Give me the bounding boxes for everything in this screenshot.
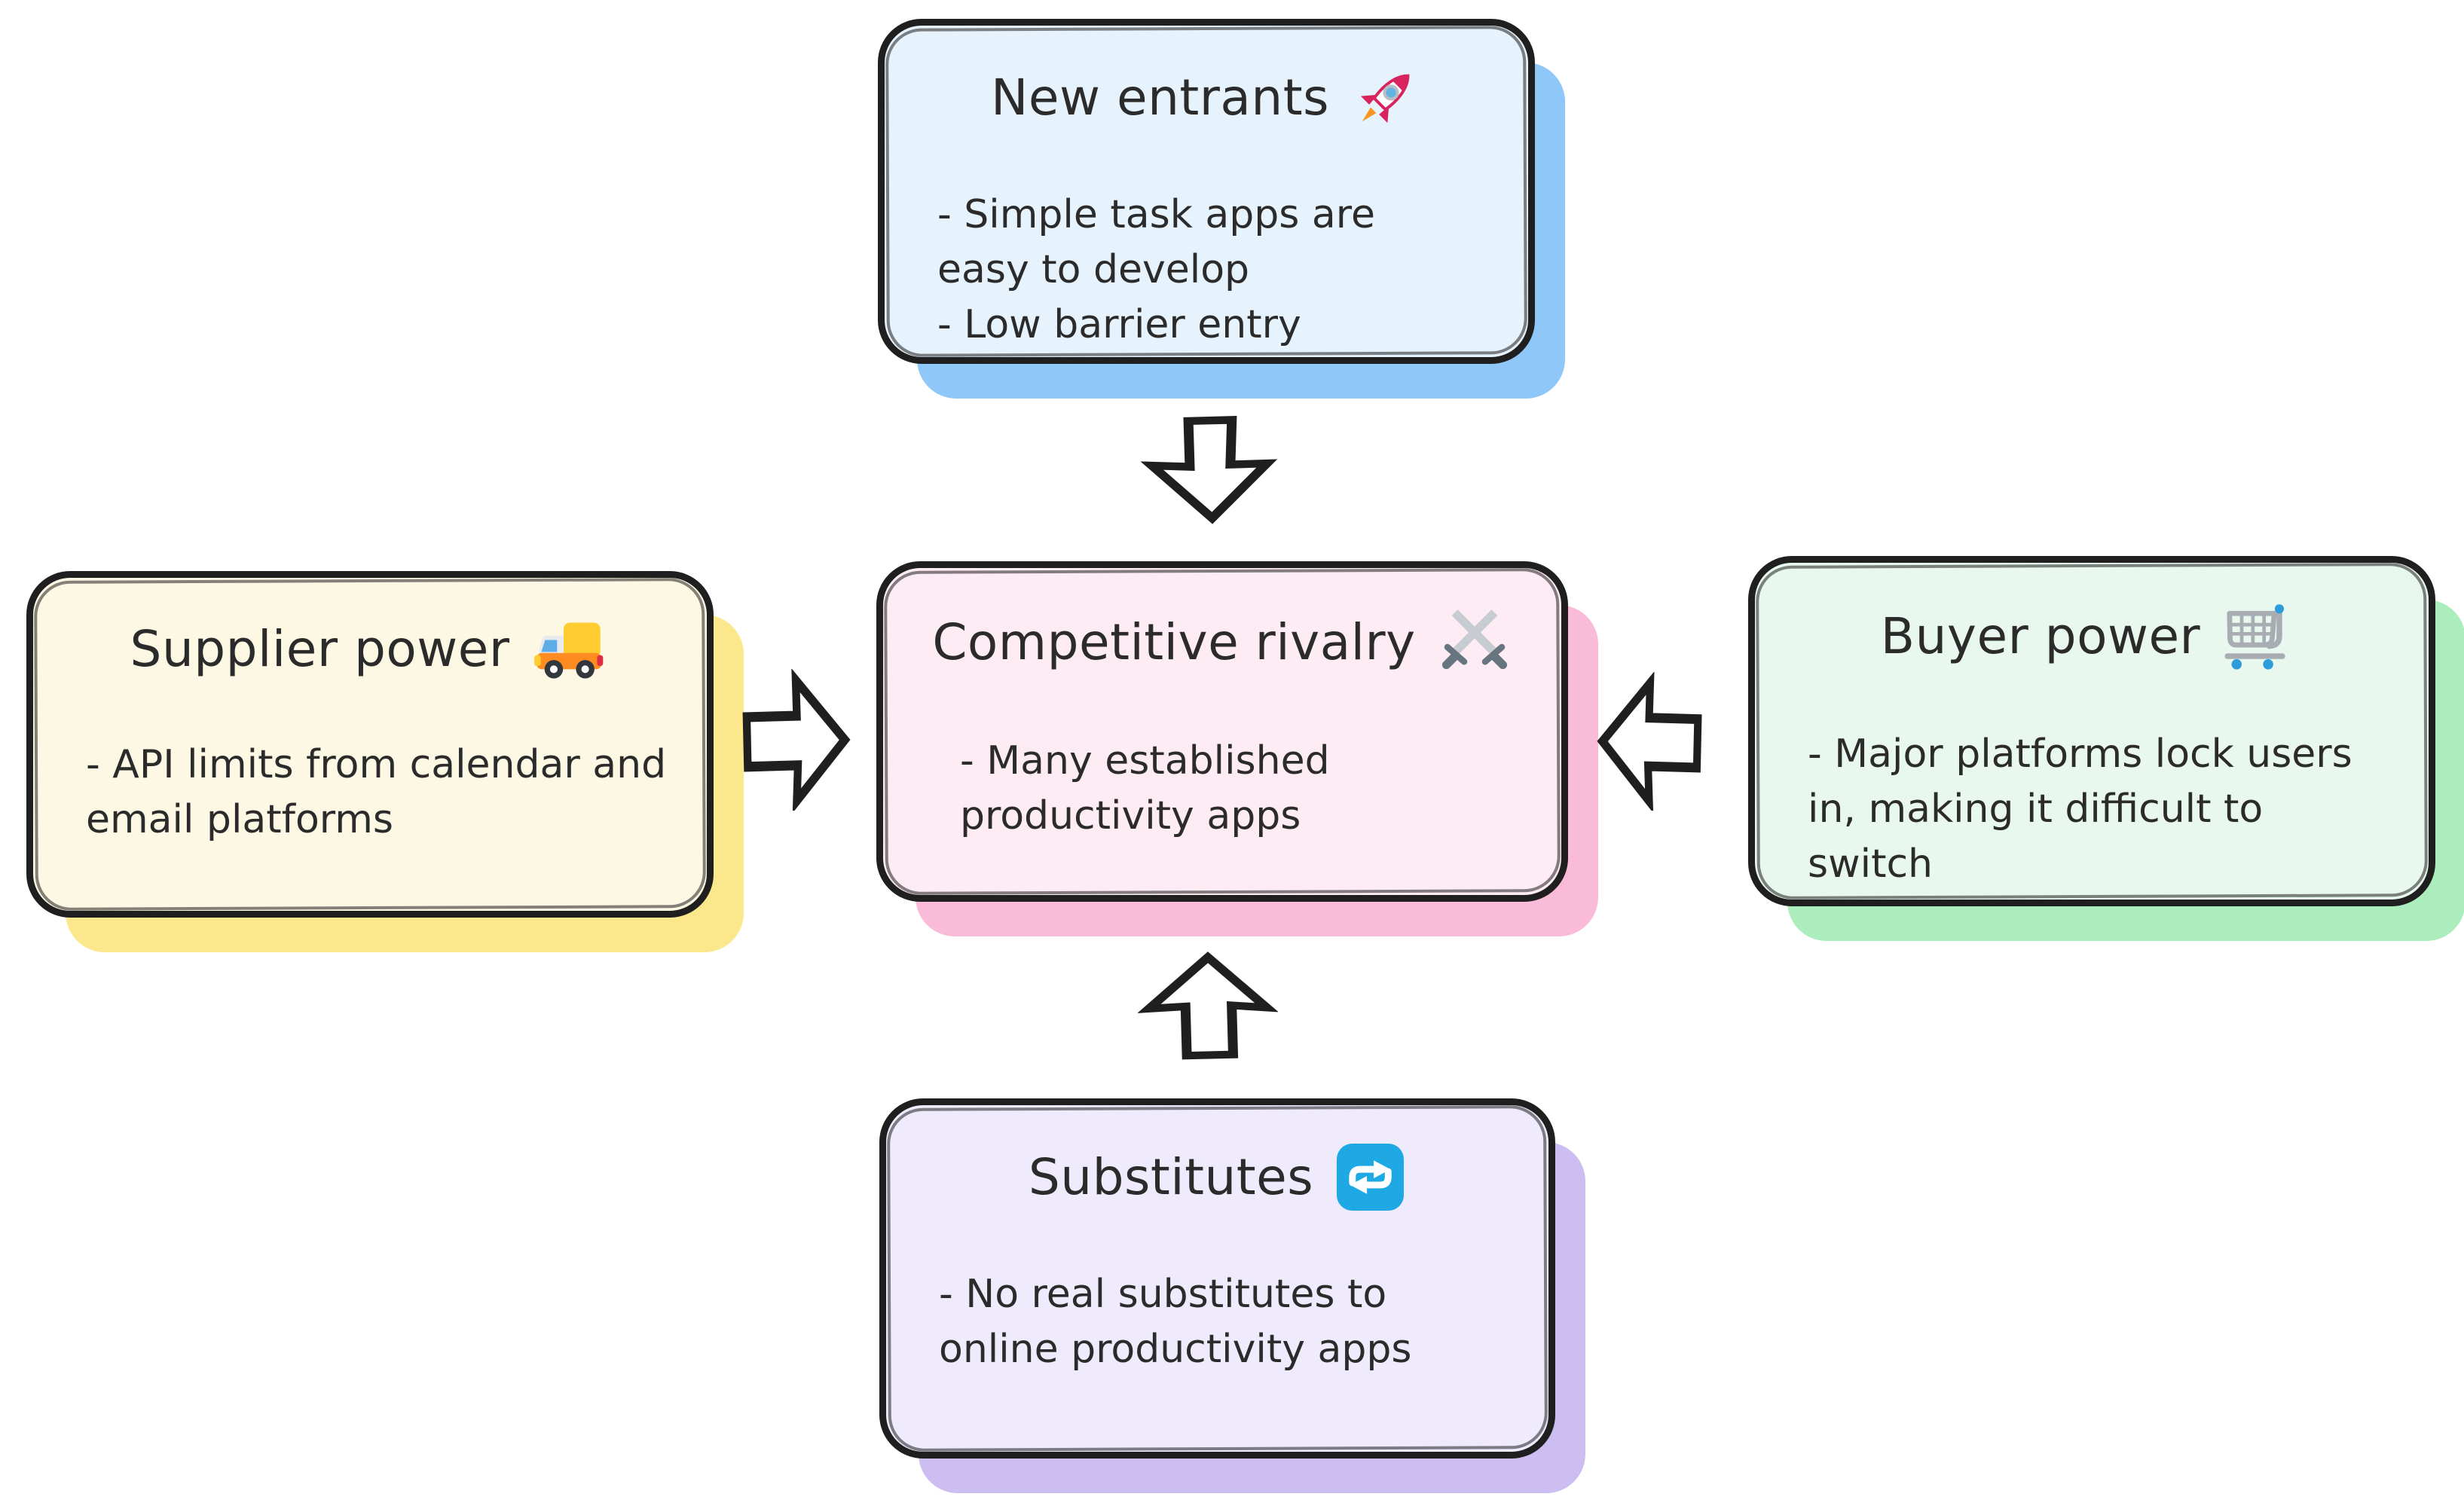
arrow-left-icon	[1596, 672, 1704, 811]
bullet: - Low barrier entry	[937, 301, 1301, 347]
card-body: - API limits from calendar and email pla…	[63, 738, 677, 848]
card-title: Buyer power	[1785, 599, 2398, 673]
card-body: - Many established productivity apps	[913, 734, 1397, 844]
card-title: Supplier power	[63, 614, 677, 683]
card-body: - Major platforms lock users in, making …	[1785, 727, 2395, 891]
rocket-icon	[1350, 62, 1422, 133]
card-substitutes: Substitutes - No real substitutes to onl…	[879, 1098, 1555, 1459]
arrow-down-icon	[1139, 414, 1279, 526]
card-buyer-power: Buyer power - Major platforms lock users…	[1748, 556, 2435, 906]
card-title-text: New entrants	[991, 69, 1329, 127]
card-title-text: Buyer power	[1880, 606, 2201, 665]
truck-icon	[530, 614, 610, 683]
crossed-swords-icon	[1437, 604, 1512, 680]
card-title-text: Supplier power	[130, 619, 510, 678]
bullet: - API limits from calendar and email pla…	[86, 742, 667, 842]
card-body: - Simple task apps are easy to develop -…	[915, 188, 1465, 352]
arrow-right-icon	[740, 669, 851, 811]
bullet: - Major platforms lock users in, making …	[1808, 732, 2352, 887]
card-body: - No real substitutes to online producti…	[916, 1267, 1466, 1377]
card-title: Substitutes	[916, 1141, 1518, 1213]
bullet: - Many established productivity apps	[960, 738, 1330, 839]
cart-icon	[2221, 599, 2303, 673]
bullet: - No real substitutes to online producti…	[939, 1272, 1412, 1372]
card-title: New entrants	[915, 62, 1498, 133]
bullet: - Simple task apps are easy to develop	[937, 192, 1375, 292]
card-title-text: Competitive rivalry	[932, 612, 1416, 671]
card-new-entrants: New entrants - Simple task apps are easy…	[878, 19, 1535, 364]
repeat-icon	[1334, 1141, 1406, 1213]
card-supplier-power: Supplier power - API limits from calenda…	[26, 571, 714, 918]
arrow-up-icon	[1138, 951, 1278, 1060]
card-competitive-rivalry: Competitive rivalry - Many established p…	[876, 561, 1568, 902]
card-title-text: Substitutes	[1028, 1148, 1314, 1206]
card-title: Competitive rivalry	[913, 604, 1531, 680]
